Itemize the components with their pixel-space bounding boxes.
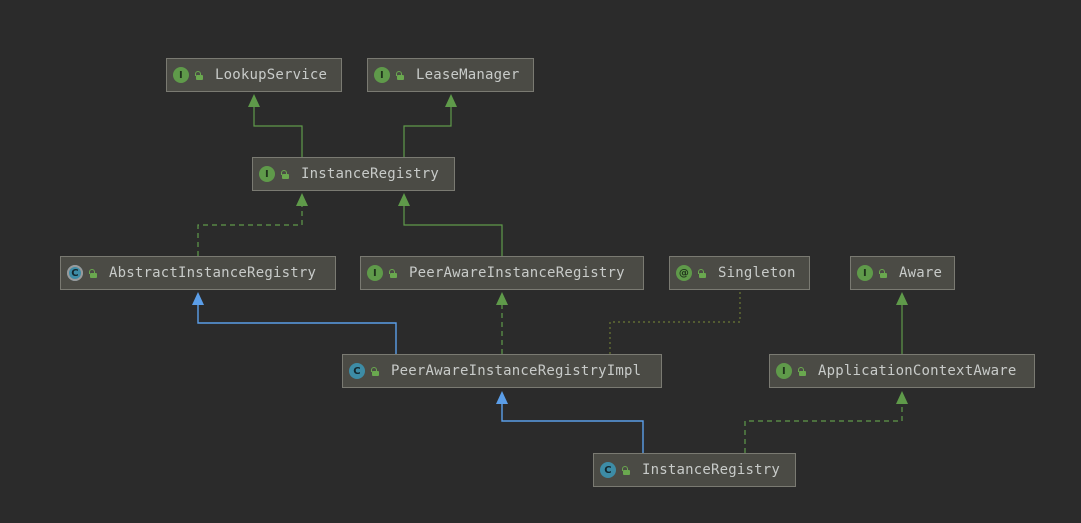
node-abstract-instance-registry[interactable]: C AbstractInstanceRegistry — [60, 256, 336, 290]
lock-icon — [798, 366, 806, 376]
class-icon: C — [600, 462, 616, 478]
arrowhead — [496, 292, 508, 305]
edge-abstract-to-instance-registry — [197, 205, 303, 256]
node-label: PeerAwareInstanceRegistryImpl — [391, 363, 642, 379]
edge-impl-to-abstract — [197, 304, 397, 354]
abstract-class-icon: C — [67, 265, 83, 281]
node-label: LeaseManager — [416, 67, 520, 83]
annotation-icon: @ — [676, 265, 692, 281]
node-instance-registry-interface[interactable]: I InstanceRegistry — [252, 157, 455, 191]
edge-instance-registry-class-to-impl — [501, 403, 644, 453]
lock-icon — [195, 70, 203, 80]
edge-instance-registry-to-lease-manager — [403, 106, 452, 157]
node-aware[interactable]: I Aware — [850, 256, 955, 290]
node-label: InstanceRegistry — [642, 462, 781, 478]
lock-icon — [396, 70, 404, 80]
arrowhead — [445, 94, 457, 107]
interface-icon: I — [857, 265, 873, 281]
node-singleton[interactable]: @ Singleton — [669, 256, 810, 290]
node-label: PeerAwareInstanceRegistry — [409, 265, 625, 281]
node-lookup-service[interactable]: I LookupService — [166, 58, 342, 92]
interface-icon: I — [259, 166, 275, 182]
node-lease-manager[interactable]: I LeaseManager — [367, 58, 534, 92]
arrowhead — [896, 292, 908, 305]
arrowhead — [398, 193, 410, 206]
class-icon: C — [349, 363, 365, 379]
lock-icon — [371, 366, 379, 376]
edge-peer-aware-to-instance-registry — [403, 205, 503, 256]
edge-impl-to-singleton — [609, 291, 741, 354]
arrowhead — [296, 193, 308, 206]
lock-icon — [622, 465, 630, 475]
node-application-context-aware[interactable]: I ApplicationContextAware — [769, 354, 1035, 388]
interface-icon: I — [776, 363, 792, 379]
lock-icon — [89, 268, 97, 278]
node-peer-aware-instance-registry-impl[interactable]: C PeerAwareInstanceRegistryImpl — [342, 354, 662, 388]
edge-instance-registry-to-lookup-service — [253, 106, 303, 157]
interface-icon: I — [374, 67, 390, 83]
node-label: AbstractInstanceRegistry — [109, 265, 317, 281]
node-instance-registry-class[interactable]: C InstanceRegistry — [593, 453, 796, 487]
edge-instance-registry-class-to-app-context-aware — [744, 403, 903, 453]
lock-icon — [389, 268, 397, 278]
arrowhead — [896, 391, 908, 404]
arrowhead — [496, 391, 508, 404]
node-label: ApplicationContextAware — [818, 363, 1017, 379]
node-label: Aware — [899, 265, 943, 281]
node-label: LookupService — [215, 67, 328, 83]
arrowhead — [248, 94, 260, 107]
node-label: Singleton — [718, 265, 796, 281]
node-label: InstanceRegistry — [301, 166, 440, 182]
arrowhead — [192, 292, 204, 305]
interface-icon: I — [367, 265, 383, 281]
interface-icon: I — [173, 67, 189, 83]
node-peer-aware-instance-registry[interactable]: I PeerAwareInstanceRegistry — [360, 256, 644, 290]
lock-icon — [879, 268, 887, 278]
lock-icon — [698, 268, 706, 278]
lock-icon — [281, 169, 289, 179]
